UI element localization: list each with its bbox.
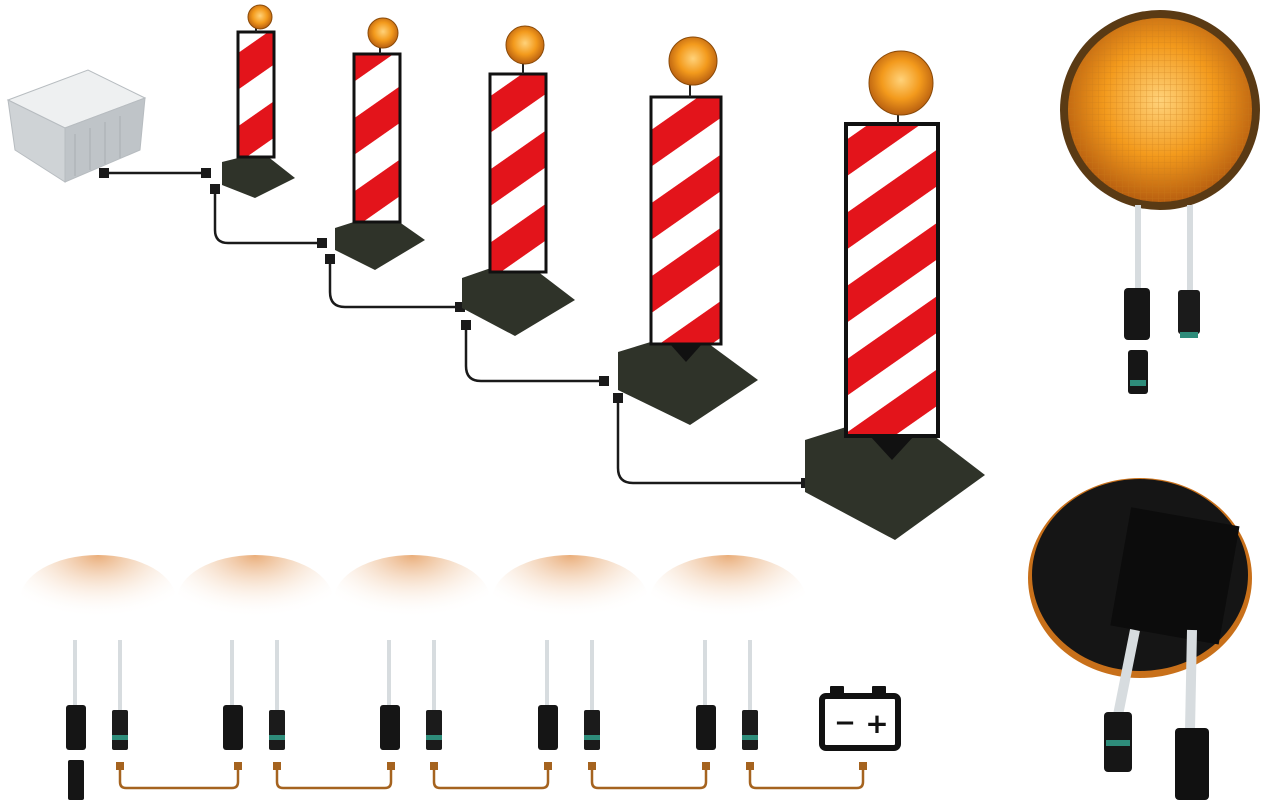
lamp-back-view bbox=[1028, 478, 1252, 800]
warning-beacon bbox=[462, 26, 575, 336]
warning-beacon bbox=[618, 37, 758, 425]
lamp-unit bbox=[334, 555, 490, 750]
battery-box bbox=[8, 70, 145, 182]
battery-plus-sign: + bbox=[865, 707, 888, 740]
lamp-unit bbox=[492, 555, 648, 750]
lamp-unit bbox=[20, 555, 176, 800]
lamp-unit bbox=[177, 555, 333, 750]
warning-beacon bbox=[222, 5, 295, 198]
bottom-lamp-row: − + bbox=[20, 555, 898, 800]
link-cables bbox=[120, 768, 863, 788]
lamp-front-view bbox=[1060, 10, 1260, 394]
battery-minus-sign: − bbox=[834, 708, 856, 738]
battery-icon: − + bbox=[822, 686, 898, 748]
warning-beacon bbox=[805, 51, 985, 540]
link-connectors bbox=[116, 762, 867, 770]
warning-beacon bbox=[335, 18, 425, 270]
lamp-unit bbox=[650, 555, 806, 750]
